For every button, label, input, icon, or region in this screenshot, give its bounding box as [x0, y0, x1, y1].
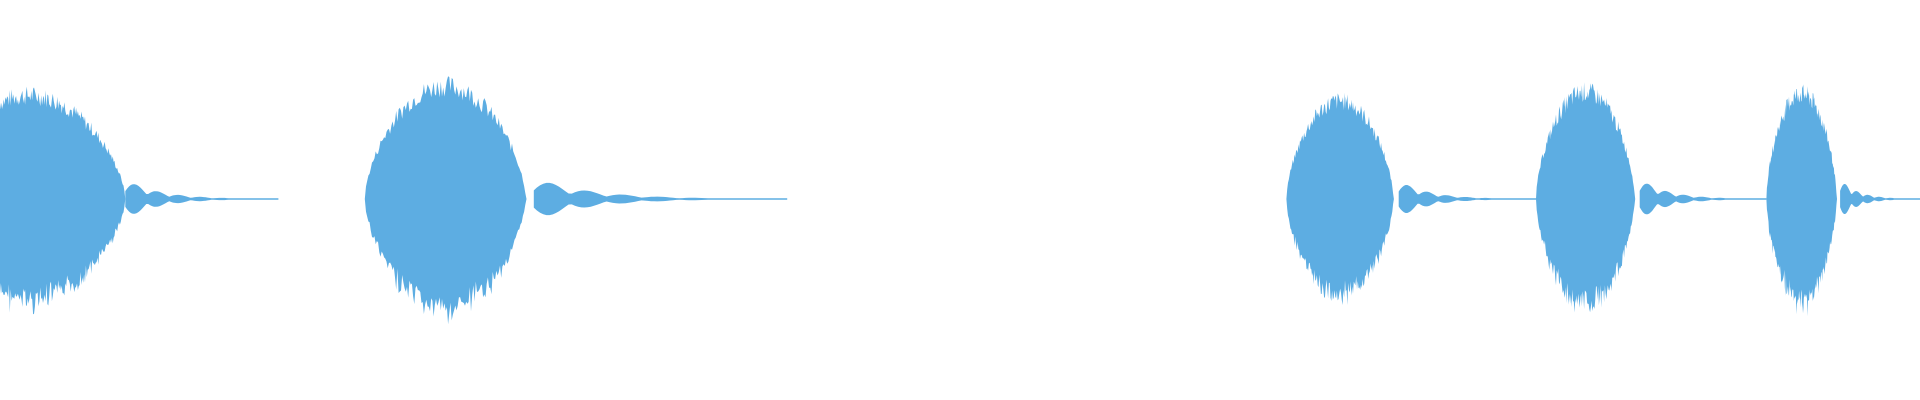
- waveform-burst-tail: [1840, 184, 1920, 214]
- waveform-burst-5: [1766, 84, 1920, 317]
- waveform-burst-body: [0, 86, 126, 315]
- waveform-burst-tail: [1398, 185, 1536, 213]
- waveform-burst-body: [1286, 92, 1399, 306]
- waveform-burst-body: [364, 76, 534, 325]
- waveform-burst-2: [364, 76, 788, 325]
- waveform-burst-4: [1536, 82, 1767, 313]
- waveform-burst-tail: [533, 182, 788, 216]
- waveform-burst-1: [0, 86, 279, 315]
- waveform-burst-body: [1536, 82, 1640, 313]
- waveform-burst-tail: [1639, 183, 1767, 215]
- waveform-burst-tail: [125, 184, 279, 214]
- waveform-burst-3: [1286, 92, 1536, 306]
- waveform-burst-body: [1766, 84, 1841, 317]
